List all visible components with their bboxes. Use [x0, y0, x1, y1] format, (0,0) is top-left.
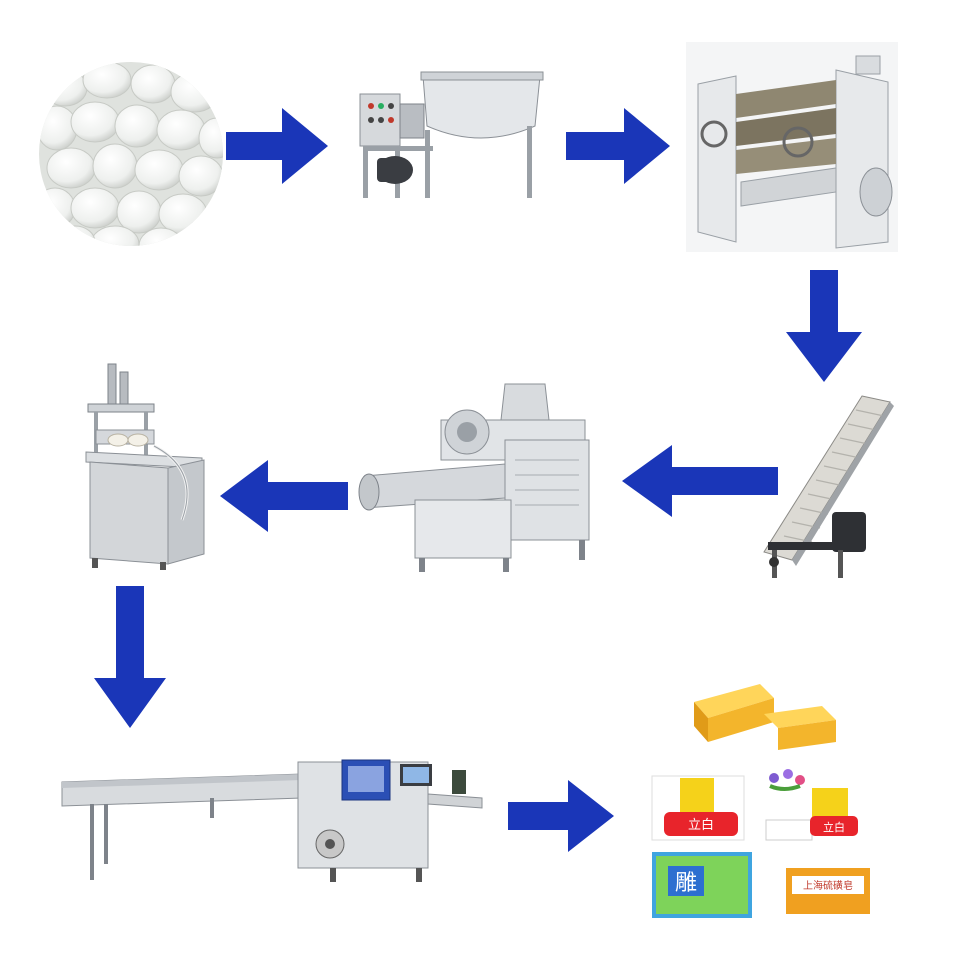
belt-conveyor-image: [752, 392, 898, 582]
stamping-machine-image: [82, 360, 208, 572]
arrow-left-2: [220, 460, 348, 532]
package-2: 立白: [762, 769, 872, 842]
arrow-right-1: [226, 108, 328, 184]
arrow-right-2: [566, 108, 670, 184]
svg-text:上海硫磺皂: 上海硫磺皂: [803, 879, 853, 892]
flow-wrapper-image: [60, 752, 484, 886]
mixer-machine-image: [355, 70, 545, 200]
svg-text:立白: 立白: [823, 820, 845, 834]
svg-text:雕: 雕: [675, 871, 697, 896]
package-4: 上海硫磺皂: [786, 868, 870, 914]
svg-text:立白: 立白: [688, 817, 714, 833]
arrow-down-1: [786, 270, 862, 382]
soap-noodles-image: [35, 58, 227, 250]
arrow-down-2: [94, 586, 166, 728]
arrow-left-1: [622, 445, 778, 517]
three-roll-mill-image: [686, 42, 898, 252]
arrow-right-3: [508, 780, 614, 852]
vacuum-plodder-image: [355, 380, 595, 576]
package-3: 雕: [652, 852, 752, 918]
finished-soap-image: 立白 立白 雕: [650, 680, 876, 920]
package-1: 立白: [651, 775, 745, 841]
